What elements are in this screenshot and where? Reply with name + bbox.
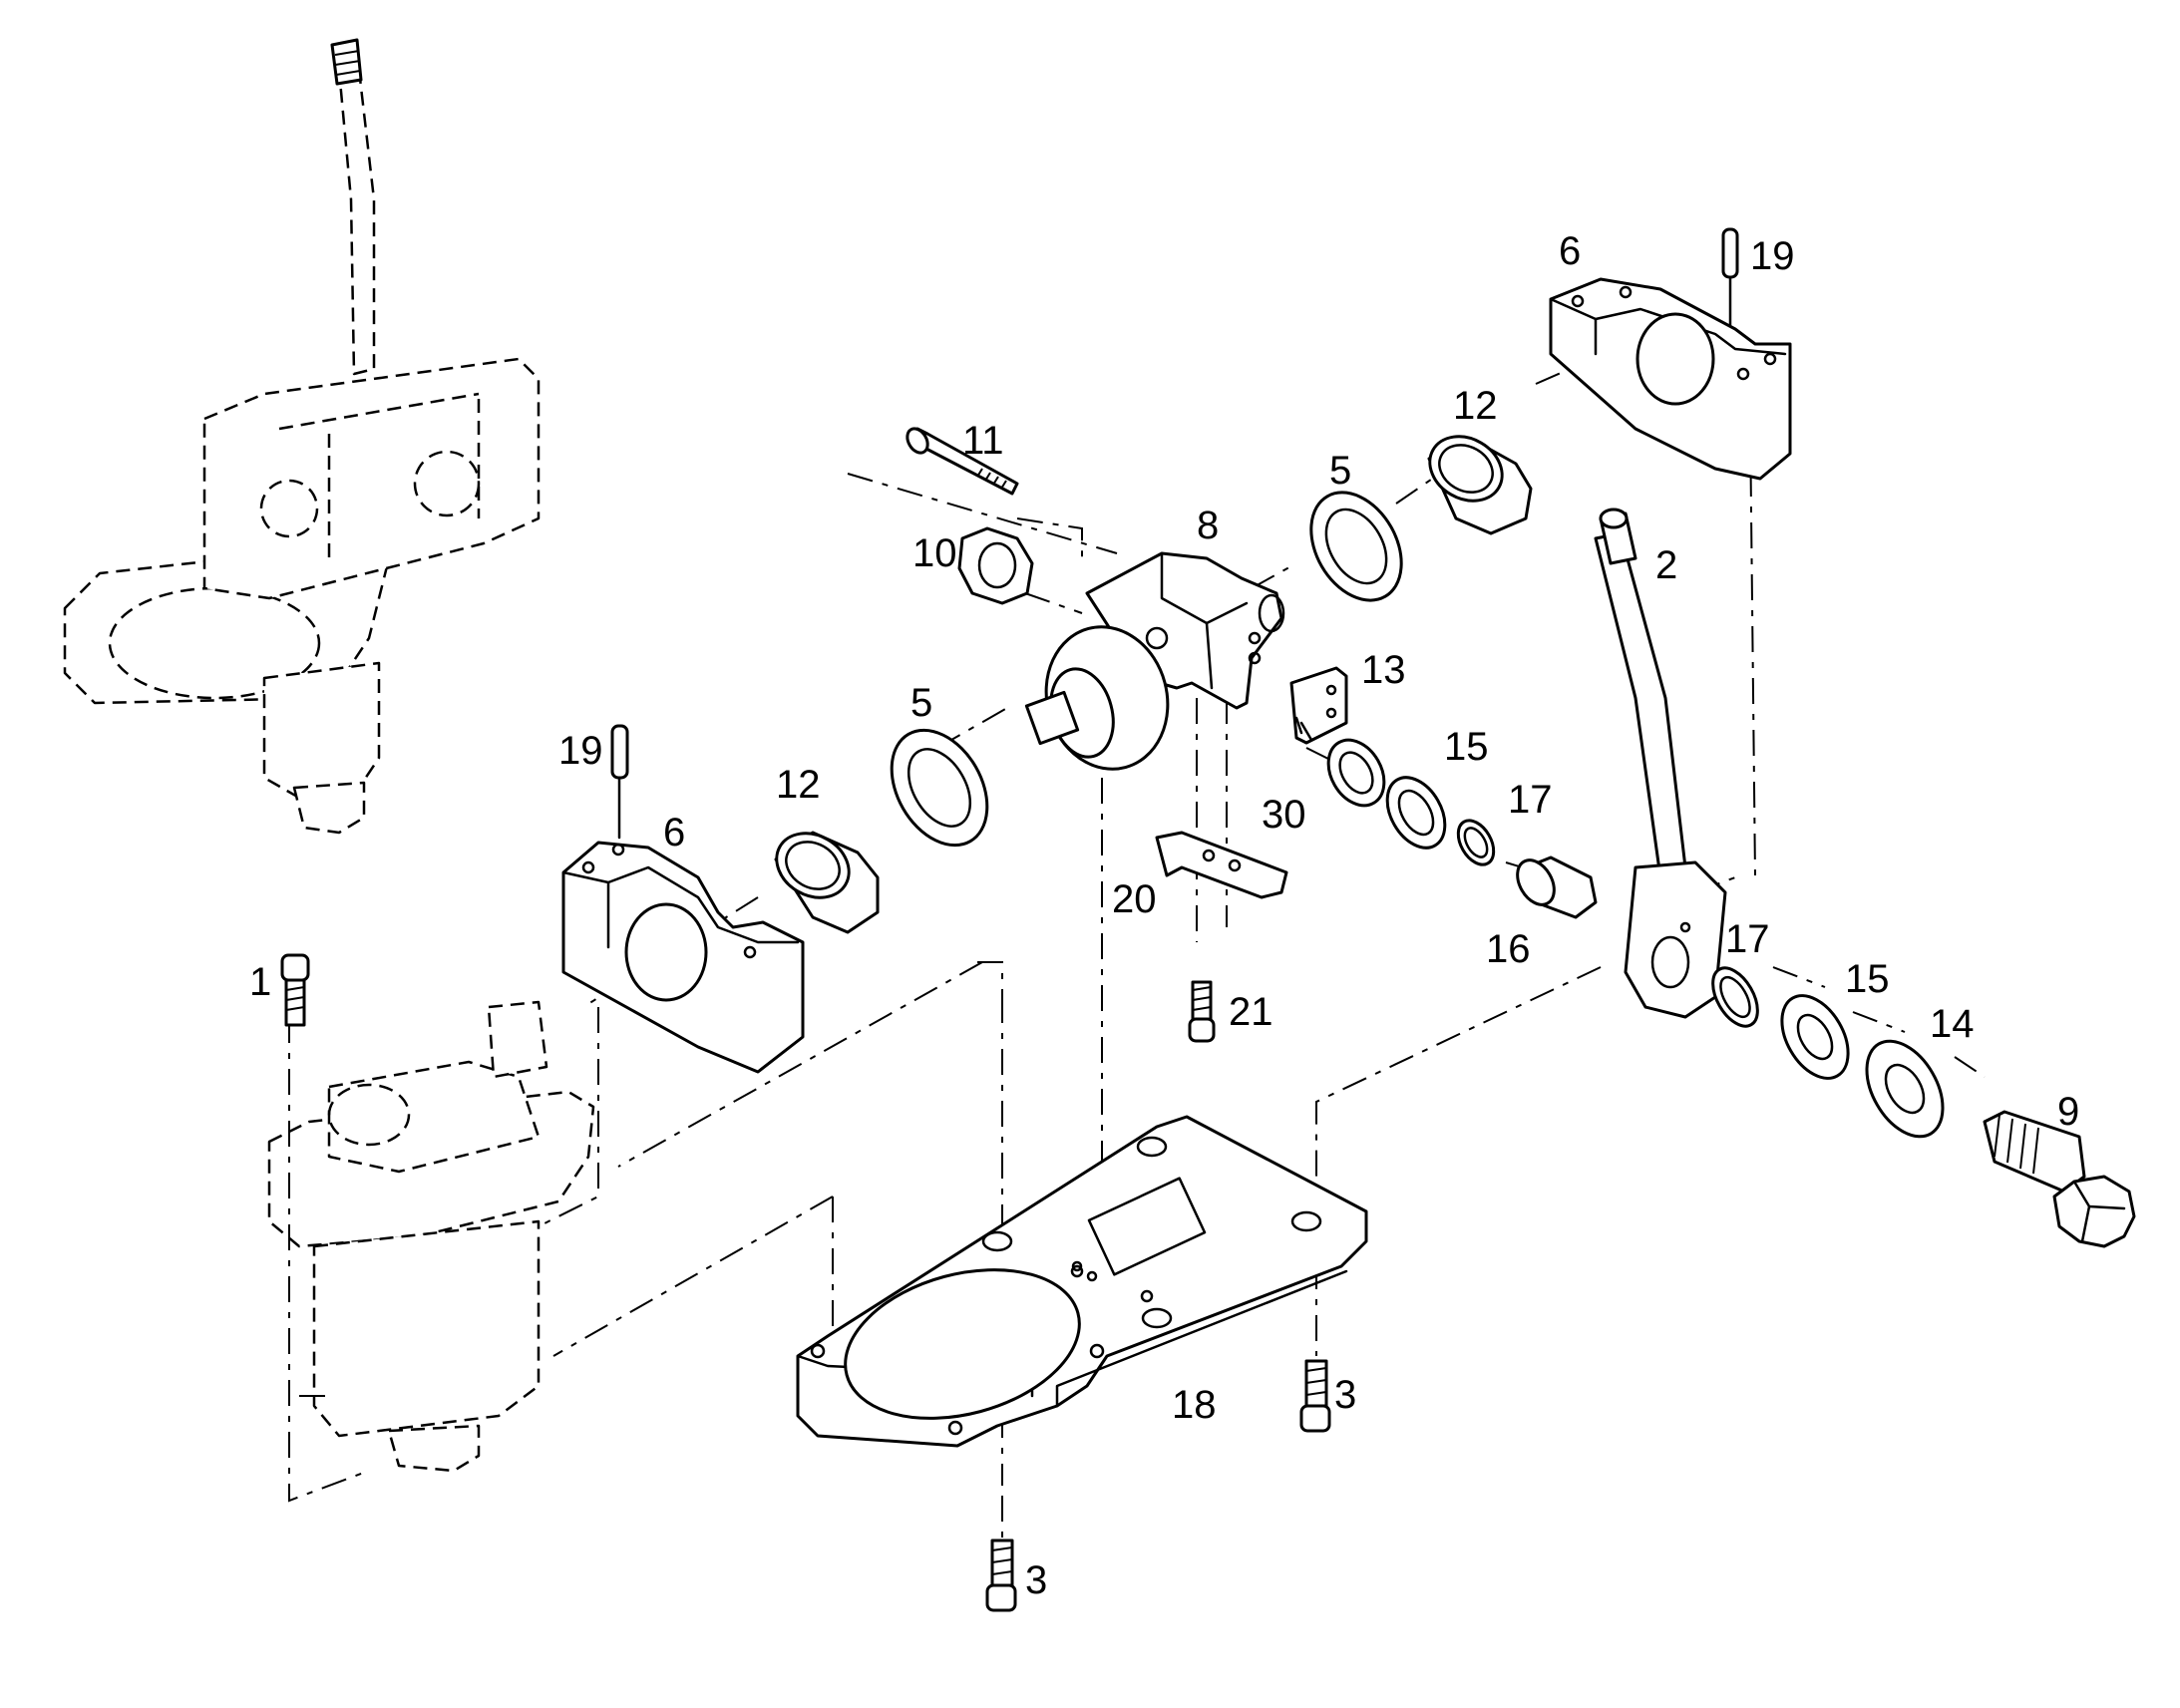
- callout-19-upper: 19: [1750, 234, 1795, 278]
- callout-18: 18: [1172, 1383, 1217, 1427]
- callout-16: 16: [1486, 927, 1531, 971]
- pin-19-upper: [1721, 227, 1739, 331]
- callout-11: 11: [962, 419, 1004, 463]
- callout-21: 21: [1229, 990, 1273, 1034]
- ghost-lower-housing: [267, 1000, 595, 1473]
- strip-20: [1155, 831, 1288, 899]
- bearing-block-6-lower: [561, 841, 805, 1074]
- assembly-leader-lines: [288, 348, 1986, 1580]
- washer-30: [1326, 738, 1386, 808]
- callout-2: 2: [1655, 543, 1677, 587]
- bolt-9: [1983, 1110, 2136, 1248]
- callout-10: 10: [912, 531, 957, 575]
- base-plate-18: [796, 1115, 1368, 1448]
- callout-14: 14: [1930, 1002, 1975, 1046]
- callout-8: 8: [1197, 504, 1219, 547]
- callout-3-bottom: 3: [1025, 1558, 1047, 1602]
- nut-10: [957, 526, 1034, 605]
- callout-30: 30: [1262, 793, 1306, 837]
- bearing-block-6-upper: [1549, 277, 1792, 481]
- callout-6-lower: 6: [663, 811, 685, 854]
- callout-12-upper: 12: [1453, 384, 1498, 428]
- shift-housing-8: [1024, 551, 1285, 771]
- bolt-11: [906, 427, 1019, 496]
- washer-14: [1865, 1039, 1945, 1139]
- screw-1: [280, 953, 310, 1027]
- callout-17-middle: 17: [1508, 778, 1553, 822]
- pin-19-lower: [610, 724, 629, 840]
- callout-6-upper: 6: [1559, 229, 1581, 273]
- callout-19-lower: 19: [558, 729, 603, 773]
- callout-1: 1: [249, 960, 271, 1004]
- washer-15-right: [1780, 994, 1850, 1080]
- screw-21: [1188, 980, 1216, 1043]
- ghost-upper-assembly: [63, 38, 541, 835]
- callout-13: 13: [1361, 648, 1406, 692]
- ring-17-middle: [1456, 819, 1496, 866]
- callout-15-middle: 15: [1444, 725, 1489, 769]
- callout-12-lower: 12: [776, 763, 821, 807]
- callout-5-upper: 5: [1329, 449, 1351, 493]
- callout-17-right: 17: [1725, 917, 1770, 961]
- callout-15-right: 15: [1845, 957, 1890, 1001]
- ring-17-right: [1711, 966, 1759, 1028]
- screw-3-right: [1299, 1359, 1331, 1433]
- callout-3-right: 3: [1334, 1373, 1356, 1417]
- screw-3-bottom: [985, 1538, 1017, 1612]
- shift-lever-2: [1594, 508, 1727, 1019]
- callout-labels: 19 6 12 11 5 8 2 10 13 5 15 19 12 17 30 …: [249, 229, 2079, 1602]
- callout-20: 20: [1112, 877, 1157, 921]
- callout-9: 9: [2057, 1090, 2079, 1134]
- bushing-12-upper: [1427, 435, 1533, 535]
- washer-5-lower: [890, 728, 989, 848]
- bushing-12-lower: [774, 831, 880, 934]
- bushing-16: [1516, 855, 1598, 919]
- plate-13: [1289, 666, 1348, 745]
- washer-5-upper: [1309, 491, 1403, 602]
- callout-5-lower: 5: [910, 681, 932, 725]
- washer-15-middle: [1385, 776, 1447, 850]
